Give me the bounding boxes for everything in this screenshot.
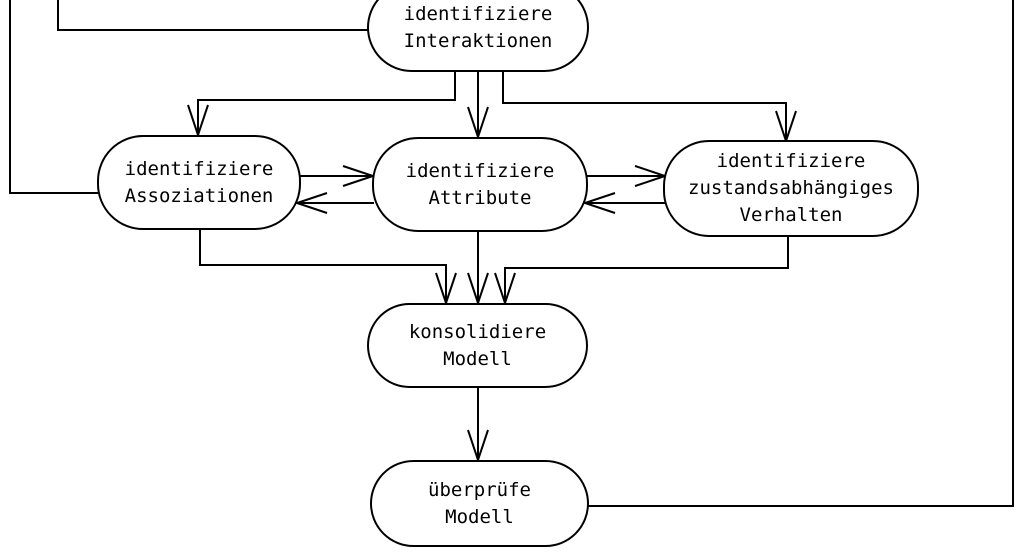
- node-konsolidiere-modell-label: konsolidiere Modell: [408, 320, 547, 370]
- node-identifiziere-zustandsabhaengiges-verhalten-label: identifiziere zustandsabhängiges Verhalt…: [688, 150, 894, 226]
- node-ueberpruefe-modell-label: überprüfe Modell: [428, 478, 531, 528]
- edge-loop-to-assoziationen: [9, 0, 100, 194]
- edge-attribute-assoziationen-arrowhead: [293, 192, 328, 214]
- node-identifiziere-zustandsabhaengiges-verhalten: identifiziere zustandsabhängiges Verhalt…: [663, 140, 919, 237]
- node-ueberpruefe-modell: überprüfe Modell: [370, 460, 589, 547]
- node-identifiziere-attribute-label: identifiziere Attribute: [405, 159, 555, 209]
- node-identifiziere-assoziationen: identifiziere Assoziationen: [97, 135, 301, 230]
- edge-assoziationen-konsolidiere: [199, 229, 447, 302]
- node-konsolidiere-modell: konsolidiere Modell: [367, 303, 588, 388]
- edge-verhalten-konsolidiere: [504, 236, 789, 302]
- node-identifiziere-assoziationen-label: identifiziere Assoziationen: [124, 157, 274, 207]
- edge-interaktionen-assoziationen: [197, 72, 456, 134]
- edge-verhalten-attribute-arrowhead: [581, 192, 616, 214]
- node-identifiziere-attribute: identifiziere Attribute: [372, 137, 588, 232]
- edge-ueberpruefe-loop: [586, 0, 1014, 507]
- node-identifiziere-interaktionen-label: identifiziere Interaktionen: [403, 2, 553, 52]
- node-identifiziere-interaktionen: identifiziere Interaktionen: [367, 0, 589, 72]
- edge-interaktionen-verhalten: [502, 72, 787, 140]
- edge-loop-to-interaktionen: [57, 0, 372, 31]
